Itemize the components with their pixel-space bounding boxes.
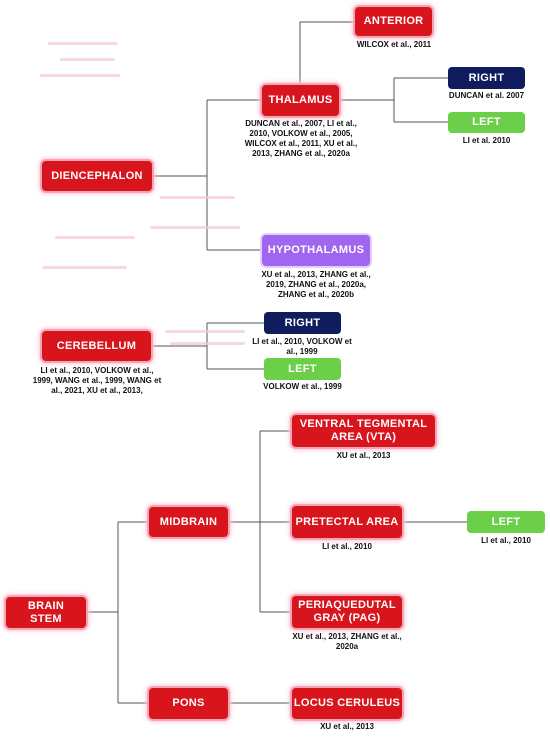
- faded-mark: [150, 226, 240, 229]
- faded-mark: [60, 58, 115, 61]
- node-pons: PONS: [149, 688, 228, 719]
- citation-cerebellum: LI et al., 2010, VOLKOW et al., 1999, WA…: [32, 366, 162, 395]
- node-cerebellum: CEREBELLUM: [42, 331, 151, 361]
- citation-hypothalamus: XU et al., 2013, ZHANG et al., 2019, ZHA…: [261, 270, 371, 299]
- node-cerebellum-right: RIGHT: [264, 312, 341, 334]
- faded-mark: [48, 42, 118, 45]
- citation-thalamus: DUNCAN et al., 2007, LI et al., 2010, VO…: [244, 119, 358, 158]
- connector-brainstem: [86, 521, 149, 704]
- citation-cerebellum-right: LI et al., 2010, VOLKOW et al., 1999: [252, 337, 352, 356]
- node-hypothalamus: HYPOTHALAMUS: [262, 235, 370, 266]
- node-locus: LOCUS CERULEUS: [292, 688, 402, 719]
- connector-midbrain: [228, 430, 292, 613]
- citation-thalamus-right: DUNCAN et al. 2007: [448, 91, 525, 100]
- node-brainstem: BRAIN STEM: [6, 597, 86, 628]
- node-thalamus-left: LEFT: [448, 112, 525, 133]
- faded-mark: [165, 330, 245, 333]
- citation-pag: XU et al., 2013, ZHANG et al., 2020a: [292, 632, 402, 651]
- node-vta: VENTRAL TEGMENTAL AREA (VTA): [292, 415, 435, 447]
- citation-anterior: WILCOX et al., 2011: [356, 40, 432, 49]
- node-thalamus-right: RIGHT: [448, 67, 525, 89]
- citation-pretectal: LI et al., 2010: [322, 542, 372, 551]
- citation-vta: XU et al., 2013: [336, 451, 391, 460]
- node-pretectal: PRETECTAL AREA: [292, 506, 402, 538]
- faded-mark: [42, 266, 127, 269]
- faded-mark: [170, 342, 245, 345]
- faded-mark: [55, 236, 135, 239]
- node-thalamus: THALAMUS: [262, 85, 339, 116]
- faded-mark: [40, 74, 120, 77]
- citation-locus: XU et al., 2013: [320, 722, 374, 731]
- citation-cerebellum-left: VOLKOW et al., 1999: [263, 382, 342, 391]
- node-pretectal-left: LEFT: [467, 511, 545, 533]
- connector-cerebellum: [151, 322, 264, 370]
- node-cerebellum-left: LEFT: [264, 358, 341, 380]
- connector-diencephalon-trunk: [152, 100, 208, 250]
- connector-thalamus-sides: [339, 77, 448, 123]
- node-midbrain: MIDBRAIN: [149, 507, 228, 537]
- node-pag: PERIAQUEDUTAL GRAY (PAG): [292, 596, 402, 628]
- citation-thalamus-left: LI et al. 2010: [462, 136, 511, 145]
- node-diencephalon: DIENCEPHALON: [42, 161, 152, 191]
- node-anterior: ANTERIOR: [355, 7, 432, 36]
- faded-mark: [160, 196, 235, 199]
- citation-pretectal-left: LI et al., 2010: [481, 536, 531, 545]
- connector-anterior: [299, 21, 355, 84]
